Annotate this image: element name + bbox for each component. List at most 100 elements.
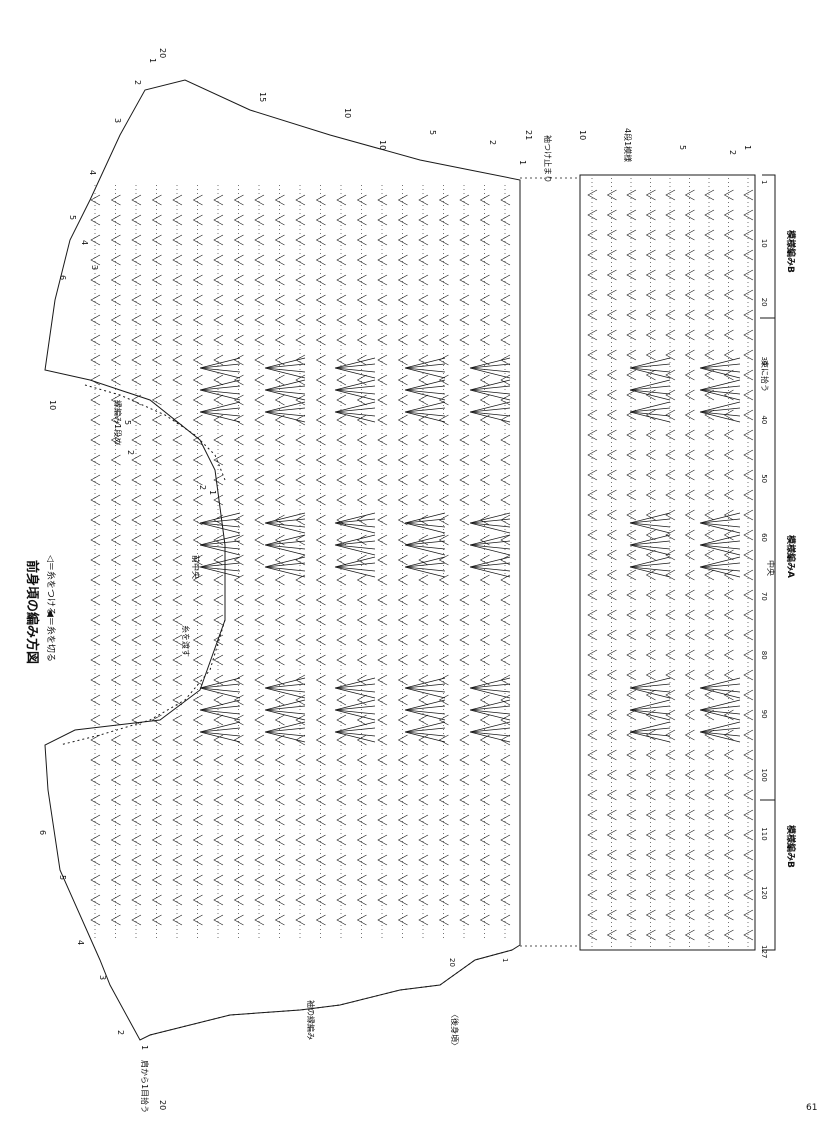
- v-stitch: [684, 809, 695, 821]
- v-stitch: [479, 594, 490, 606]
- v-stitch: [213, 654, 224, 666]
- v-stitch: [213, 634, 224, 646]
- v-stitch: [479, 214, 490, 226]
- row-label-top: 5: [678, 145, 687, 150]
- v-stitch: [704, 929, 715, 941]
- row-label-bottom: 2: [198, 485, 207, 490]
- v-stitch: [233, 294, 244, 306]
- v-stitch: [645, 869, 656, 881]
- v-stitch: [438, 794, 449, 806]
- v-stitch: [315, 834, 326, 846]
- v-stitch: [645, 329, 656, 341]
- v-stitch: [315, 474, 326, 486]
- v-stitch: [336, 394, 347, 406]
- v-stitch: [110, 494, 121, 506]
- v-stitch: [295, 814, 306, 826]
- v-stitch: [315, 454, 326, 466]
- v-stitch: [723, 649, 734, 661]
- v-stitch: [626, 609, 637, 621]
- shell-fan: [469, 357, 511, 379]
- v-stitch: [336, 454, 347, 466]
- v-stitch: [587, 289, 598, 301]
- v-stitch: [356, 254, 367, 266]
- v-stitch: [665, 629, 676, 641]
- v-stitch: [377, 554, 388, 566]
- v-stitch: [665, 289, 676, 301]
- v-stitch: [645, 389, 656, 401]
- v-stitch: [479, 434, 490, 446]
- v-stitch: [131, 534, 142, 546]
- back-ref-row-20: 20: [448, 958, 456, 967]
- v-stitch: [254, 374, 265, 386]
- v-stitch: [110, 194, 121, 206]
- rows-per-repeat-label: 4段1模様: [623, 128, 633, 162]
- v-stitch: [274, 694, 285, 706]
- v-stitch: [356, 554, 367, 566]
- v-stitch: [213, 694, 224, 706]
- v-stitch: [110, 854, 121, 866]
- v-stitch: [606, 329, 617, 341]
- v-stitch: [110, 294, 121, 306]
- v-stitch: [213, 614, 224, 626]
- v-stitch: [192, 354, 203, 366]
- v-stitch: [500, 914, 511, 926]
- v-stitch: [254, 254, 265, 266]
- v-stitch: [192, 874, 203, 886]
- v-stitch: [438, 914, 449, 926]
- v-stitch: [192, 894, 203, 906]
- v-stitch: [418, 754, 429, 766]
- v-stitch: [438, 874, 449, 886]
- v-stitch: [500, 654, 511, 666]
- shell-fan: [199, 357, 241, 379]
- shell-fan: [334, 556, 376, 578]
- v-stitch: [606, 689, 617, 701]
- v-stitch: [192, 794, 203, 806]
- v-stitch: [587, 529, 598, 541]
- v-stitch: [336, 354, 347, 366]
- v-stitch: [418, 814, 429, 826]
- v-stitch: [459, 874, 470, 886]
- v-stitch: [213, 714, 224, 726]
- v-stitch: [704, 349, 715, 361]
- v-stitch: [438, 374, 449, 386]
- v-stitch: [110, 834, 121, 846]
- v-stitch: [356, 414, 367, 426]
- v-stitch: [172, 634, 183, 646]
- v-stitch: [479, 574, 490, 586]
- v-stitch: [254, 334, 265, 346]
- v-stitch: [500, 874, 511, 886]
- v-stitch: [377, 354, 388, 366]
- v-stitch: [479, 854, 490, 866]
- v-stitch: [131, 554, 142, 566]
- v-stitch: [131, 474, 142, 486]
- v-stitch: [90, 534, 101, 546]
- v-stitch: [418, 274, 429, 286]
- v-stitch: [192, 674, 203, 686]
- v-stitch: [192, 734, 203, 746]
- v-stitch: [500, 314, 511, 326]
- v-stitch: [274, 594, 285, 606]
- v-stitch: [192, 634, 203, 646]
- v-stitch: [723, 689, 734, 701]
- v-stitch: [459, 594, 470, 606]
- v-stitch: [438, 354, 449, 366]
- v-stitch: [295, 654, 306, 666]
- v-stitch: [315, 294, 326, 306]
- v-stitch: [90, 254, 101, 266]
- v-stitch: [192, 274, 203, 286]
- v-stitch: [459, 794, 470, 806]
- v-stitch: [90, 274, 101, 286]
- v-stitch: [254, 514, 265, 526]
- shell-fan: [334, 379, 376, 401]
- v-stitch: [356, 374, 367, 386]
- v-stitch: [418, 834, 429, 846]
- v-stitch: [274, 894, 285, 906]
- v-stitch: [356, 894, 367, 906]
- front-center-label: 前中央: [191, 555, 201, 579]
- v-stitch: [172, 894, 183, 906]
- v-stitch: [665, 709, 676, 721]
- v-stitch: [356, 834, 367, 846]
- v-stitch: [479, 454, 490, 466]
